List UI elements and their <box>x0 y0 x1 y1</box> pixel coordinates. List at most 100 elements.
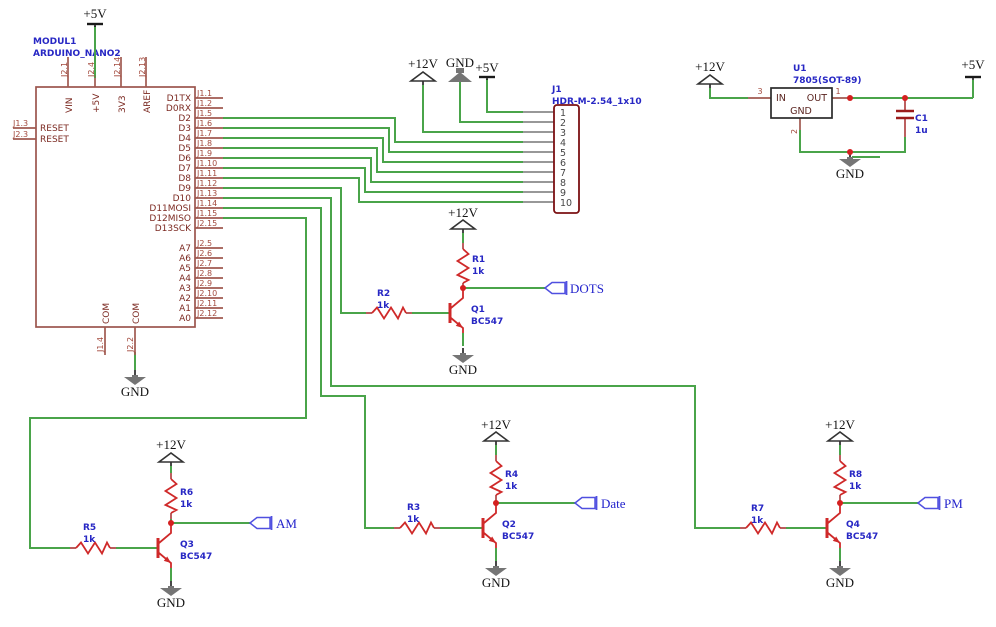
gnd-label: GND <box>836 166 864 181</box>
net-d7-j1p9[interactable] <box>223 167 523 193</box>
pin-designator: J2.13 <box>138 57 147 78</box>
pin-designator: J1.11 <box>196 169 217 178</box>
pin-designator: J2.14 <box>113 57 122 78</box>
connector-pin: 1 <box>560 108 566 119</box>
component-q4[interactable]: Q4 BC547 <box>825 501 878 550</box>
resistor-ref: R1 <box>472 255 485 265</box>
plus12v-label: +12V <box>481 417 511 432</box>
pin-designator: J1.7 <box>196 129 212 138</box>
net-d2-j1p4[interactable] <box>223 117 523 143</box>
net-flags: DOTS AM Date PM <box>249 280 963 531</box>
connector-pin: 8 <box>560 178 566 189</box>
pin-name: D0RX <box>166 104 191 114</box>
net-q2-rails[interactable] <box>440 445 497 561</box>
component-u1-regulator[interactable]: U1 7805(SOT-89) IN OUT GND 3 1 2 <box>748 64 861 134</box>
component-r5[interactable]: R5 1k <box>69 523 117 555</box>
plus12v-symbol <box>158 452 184 467</box>
component-q2[interactable]: Q2 BC547 <box>481 501 534 550</box>
dots-flag-label: DOTS <box>570 281 604 296</box>
connector-pin: 3 <box>560 128 566 139</box>
pin-designator: J1.1 <box>196 89 212 98</box>
pin-designator: J1.9 <box>196 149 212 158</box>
pin-designator: J1.8 <box>196 139 212 148</box>
pin-name: A6 <box>179 254 191 264</box>
component-r7[interactable]: R7 1k <box>739 504 787 535</box>
component-j1-connector[interactable]: J1 HDR-M-2.54_1x10 1 2 3 4 5 6 7 8 9 10 <box>523 85 642 214</box>
plus5v-symbol <box>477 75 497 82</box>
regulator-body[interactable] <box>770 87 833 119</box>
capacitor-ref: C1 <box>915 114 928 124</box>
component-r8[interactable]: R8 1k <box>833 454 863 502</box>
gnd-label: GND <box>157 595 185 610</box>
net-d6-j1p8[interactable] <box>223 157 523 183</box>
component-c1-capacitor[interactable]: C1 1u <box>896 98 928 137</box>
pin-name: D7 <box>178 164 191 174</box>
net-d11-date-base[interactable] <box>223 207 394 529</box>
component-arduino-module[interactable]: MODUL1 ARDUINO_NANO2 J2.1 J2.4 J2.14 J2.… <box>12 26 223 355</box>
pin-number: 2 <box>790 129 799 134</box>
plus12v-symbol <box>410 71 436 86</box>
net-j1-5v[interactable] <box>486 79 523 113</box>
net-u1-in[interactable] <box>709 88 748 99</box>
capacitor-plates[interactable] <box>896 109 914 120</box>
net-q3-rails[interactable] <box>116 466 172 581</box>
connector-pin: 4 <box>560 138 566 149</box>
component-r3[interactable]: R3 1k <box>393 503 441 535</box>
pm-flag-icon[interactable] <box>917 495 941 511</box>
connector-value: HDR-M-2.54_1x10 <box>552 97 642 107</box>
date-flag-icon[interactable] <box>574 495 598 511</box>
gnd-label: GND <box>449 362 477 377</box>
junction-dot <box>168 520 174 526</box>
resistor-value: 1k <box>377 301 390 311</box>
transistor-value: BC547 <box>502 532 534 542</box>
plus12v-label: +12V <box>695 59 725 74</box>
plus12v-label: +12V <box>156 437 186 452</box>
plus12v-label: +12V <box>825 417 855 432</box>
component-r6[interactable]: R6 1k <box>164 472 194 520</box>
net-d10-pm-base[interactable] <box>223 197 740 529</box>
net-d4-j1p6[interactable] <box>223 137 523 163</box>
pin-designator: J1.2 <box>196 99 212 108</box>
pin-name: D3 <box>178 124 191 134</box>
connector-pin: 10 <box>560 198 572 209</box>
component-q1[interactable]: Q1 BC547 <box>448 286 503 335</box>
resistor-value: 1k <box>407 515 420 525</box>
plus12v-label: +12V <box>408 56 438 71</box>
resistor-value: 1k <box>472 267 485 277</box>
pin-designator: J2.11 <box>196 299 217 308</box>
regulator-pin-out: OUT <box>807 93 827 104</box>
pin-name: +5V <box>92 93 102 113</box>
net-d3-j1p5[interactable] <box>223 127 523 153</box>
net-d9-dots-base[interactable] <box>223 187 366 314</box>
net-d5-j1p7[interactable] <box>223 147 523 173</box>
component-r4[interactable]: R4 1k <box>489 454 519 502</box>
connector-ref: J1 <box>551 85 562 95</box>
connector-body[interactable] <box>553 104 580 214</box>
am-flag-icon[interactable] <box>249 515 273 531</box>
nets[interactable] <box>29 26 974 581</box>
plus12v-symbol <box>827 431 853 446</box>
net-q4-rails[interactable] <box>786 445 841 561</box>
junction-dot <box>837 500 843 506</box>
pin-designator: J2.7 <box>196 259 212 268</box>
net-j1-12v[interactable] <box>422 85 523 133</box>
plus5v-label: +5V <box>961 57 985 72</box>
pin-designator: J1.3 <box>12 119 28 128</box>
module-body[interactable] <box>35 86 196 328</box>
junction-dot <box>902 95 908 101</box>
component-r1[interactable]: R1 1k <box>456 242 486 290</box>
junction-dots <box>168 95 908 526</box>
net-d12-am-base[interactable] <box>29 217 307 549</box>
net-j1-gnd[interactable] <box>459 82 523 123</box>
regulator-ref: U1 <box>793 64 807 74</box>
pin-designator: J1.14 <box>196 199 217 208</box>
component-r2[interactable]: R2 1k <box>365 289 413 320</box>
dots-flag-icon[interactable] <box>544 280 568 296</box>
pin-name: D2 <box>178 114 191 124</box>
plus5v-label: +5V <box>475 60 499 75</box>
component-q3[interactable]: Q3 BC547 <box>156 521 212 570</box>
net-u1-out-5v[interactable] <box>850 80 974 99</box>
pin-designator: J2.10 <box>196 289 217 298</box>
net-d8-j1p10[interactable] <box>223 177 523 203</box>
